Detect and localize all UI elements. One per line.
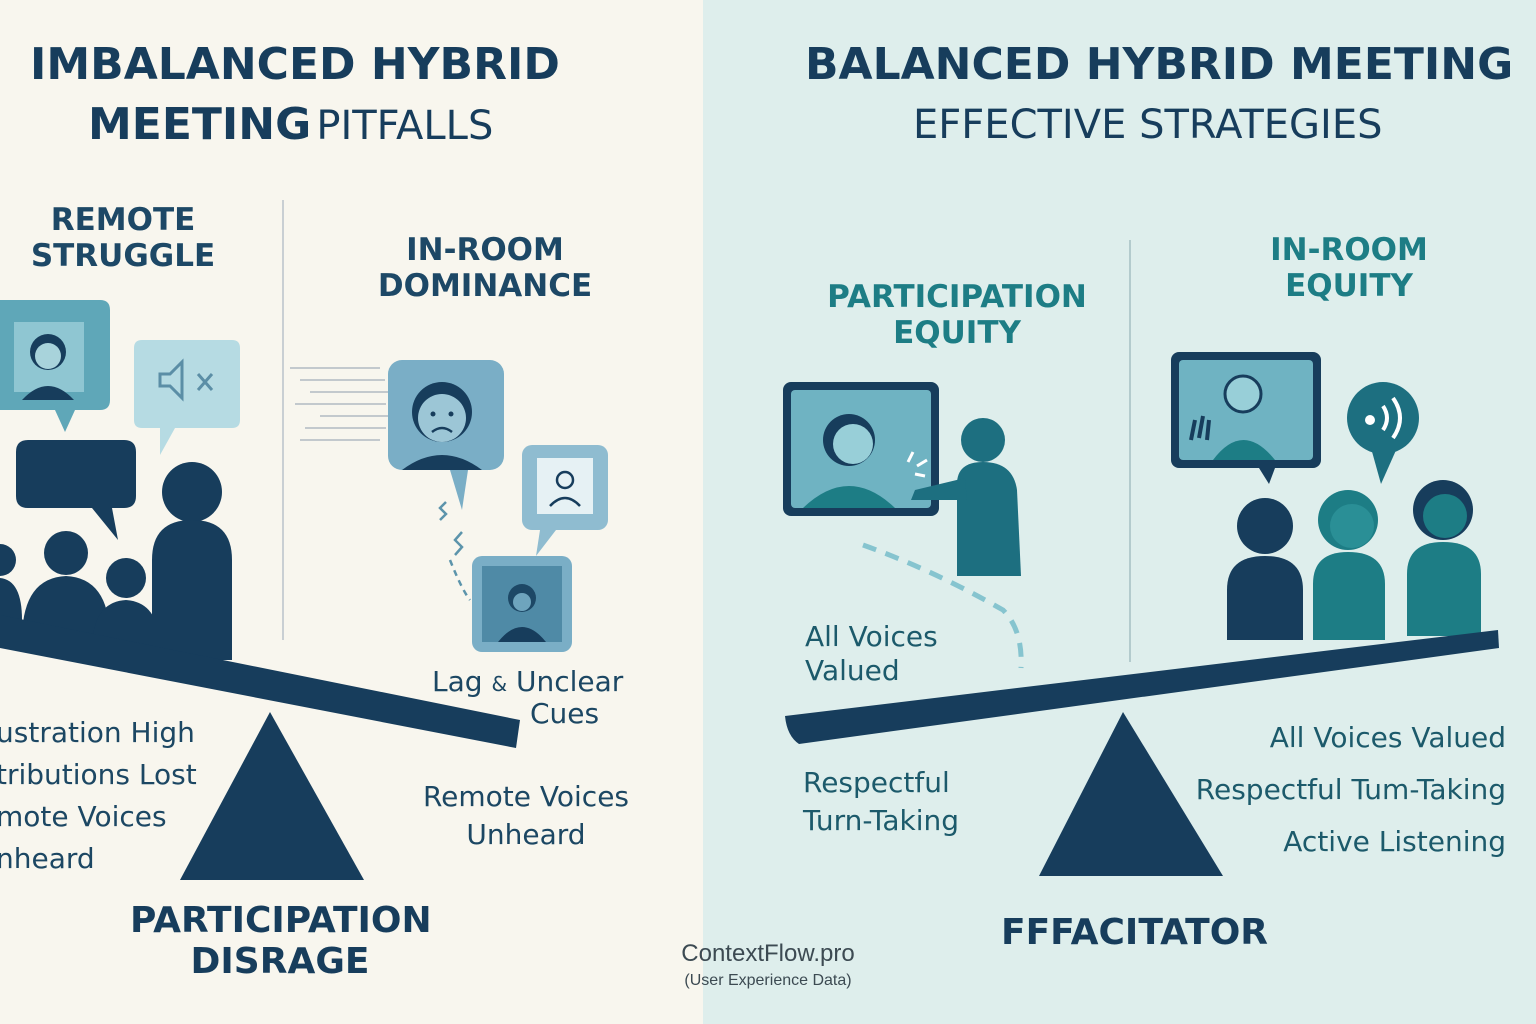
- ampersand: &: [491, 672, 508, 696]
- imbalanced-title-line2: MEETING PITFALLS: [88, 99, 494, 151]
- in-room-video-screen: [1171, 352, 1321, 484]
- unclear-word: Unclear: [515, 665, 624, 698]
- remote-struggle-heading: REMOTE STRUGGLE: [0, 202, 246, 274]
- respectful-line1: Respectful: [803, 766, 950, 799]
- seesaw-fulcrum: [180, 712, 364, 880]
- remote-voices-unheard: Remote Voices Unheard: [420, 778, 632, 854]
- pitfall-item: mote Voices: [0, 800, 167, 833]
- remote-heading-line2: STRUGGLE: [30, 237, 216, 274]
- imbalanced-panel: IMBALANCED HYBRID MEETING PITFALLS REMOT…: [0, 0, 703, 1024]
- pitfall-item: nheard: [0, 842, 95, 875]
- motion-lines: [290, 367, 388, 441]
- imbalanced-illustration: [0, 200, 608, 880]
- all-voices-valued-left: All Voices Valued: [805, 620, 938, 688]
- cues-word: Cues: [530, 697, 600, 731]
- pitfall-item: ustration High: [0, 716, 195, 749]
- respectful-line2: Turn-Taking: [803, 803, 960, 837]
- speaker-sound-icon: [1347, 382, 1419, 484]
- strategy-item: Active Listening: [1283, 824, 1506, 858]
- strategy-item: Respectful Tum-Taking: [1195, 772, 1506, 806]
- balanced-illustration: [783, 240, 1499, 876]
- in-room-participants: [1227, 480, 1481, 640]
- in-room-dominance-heading: IN-ROOM DOMINANCE: [372, 232, 598, 304]
- balanced-title-line1: BALANCED HYBRID MEETING: [805, 39, 1514, 90]
- balanced-panel: BALANCED HYBRID MEETING EFFECTIVE STRATE…: [703, 0, 1536, 1024]
- footer-line2: DISRAGE: [190, 941, 370, 983]
- remote-participant-screen: [783, 382, 939, 516]
- hand-wave-icon: [1189, 415, 1211, 441]
- balanced-title-line2: EFFECTIVE STRATEGIES: [913, 102, 1383, 148]
- equity-heading-line2: EQUITY: [1285, 267, 1413, 304]
- facilitator-footer: FFFACITATOR: [1001, 912, 1269, 953]
- seesaw-fulcrum: [1039, 712, 1223, 876]
- footer-line1: PARTICIPATION: [130, 900, 432, 941]
- muted-speaker-icon: [158, 358, 214, 402]
- pitfall-item: tributions Lost: [0, 758, 197, 791]
- dark-speech-bubble: [16, 440, 136, 540]
- equity-heading-line1: IN-ROOM: [1270, 232, 1428, 268]
- sad-participant-tile: [388, 360, 504, 510]
- all-voices-line2: Valued: [805, 654, 900, 688]
- dominance-heading-line1: IN-ROOM: [406, 232, 564, 268]
- strategy-list: All Voices Valued Respectful Tum-Taking …: [1196, 712, 1506, 867]
- small-participant-tile: [522, 445, 608, 556]
- title-meeting-word: MEETING: [88, 99, 312, 150]
- pitfall-list: ustration High tributions Lost mote Voic…: [0, 712, 197, 880]
- title-pitfalls-word: PITFALLS: [316, 103, 494, 149]
- lag-word: Lag: [432, 665, 483, 698]
- distant-participant-tile: [472, 556, 572, 652]
- remote-voices-line2: Unheard: [466, 817, 586, 851]
- remote-heading-line1: REMOTE: [50, 202, 196, 238]
- participation-disrage-footer: PARTICIPATION DISRAGE: [130, 900, 432, 983]
- tilted-seesaw-plank: [0, 615, 520, 748]
- participation-heading-line1: PARTICIPATION: [827, 279, 1087, 315]
- participation-equity-heading: PARTICIPATION EQUITY: [803, 279, 1111, 351]
- participation-heading-line2: EQUITY: [893, 314, 1021, 351]
- respectful-turn-taking-left: Respectful Turn-Taking: [803, 764, 959, 840]
- in-room-equity-heading: IN-ROOM EQUITY: [1243, 232, 1455, 304]
- imbalanced-title-line1: IMBALANCED HYBRID: [30, 39, 560, 90]
- pointing-colleague: [911, 418, 1021, 576]
- all-voices-line1: All Voices: [805, 620, 938, 653]
- dominance-heading-line2: DOMINANCE: [377, 267, 593, 304]
- remote-voices-line1: Remote Voices: [422, 780, 630, 813]
- frustrated-face-bubble: [0, 300, 110, 432]
- balanced-seesaw-plank: [785, 630, 1499, 744]
- muted-speaker-bubble: [134, 340, 240, 455]
- lightning-icon: [438, 501, 471, 601]
- strategy-item: All Voices Valued: [1269, 721, 1506, 754]
- lag-unclear-label: Lag & Unclear Cues: [432, 665, 624, 731]
